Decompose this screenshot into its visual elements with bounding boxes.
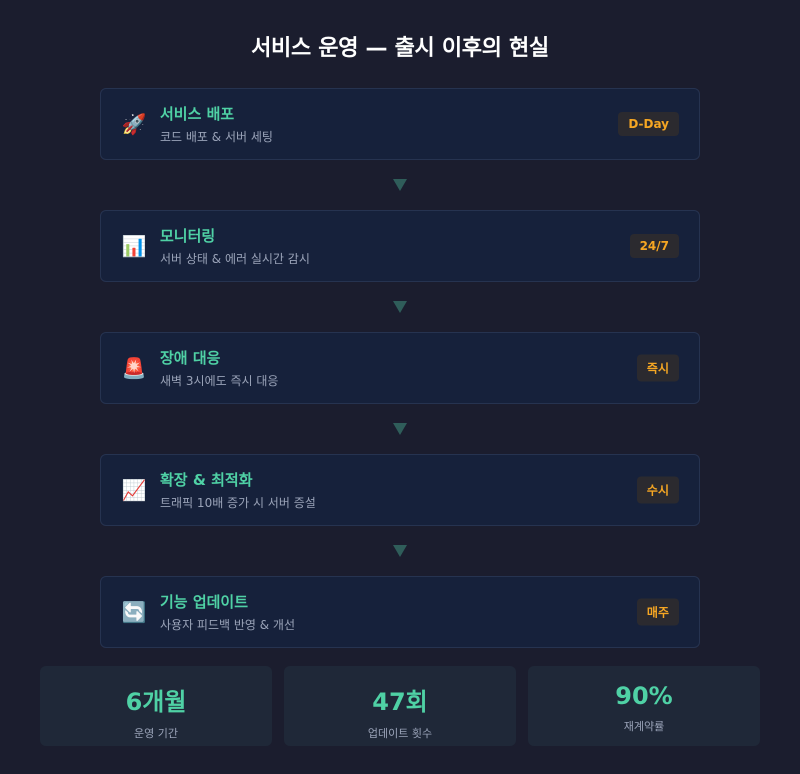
step-badge: 매주: [636, 598, 679, 626]
flow-arrow: [100, 404, 700, 454]
step-deploy: 🚀 서비스 배포 코드 배포 & 서버 세팅 D-Day: [100, 88, 700, 160]
stat-card-operation-period: 6개월 운영 기간: [40, 666, 272, 746]
arrow-down-icon: [393, 423, 407, 435]
process-flow: 🚀 서비스 배포 코드 배포 & 서버 세팅 D-Day 📊 모니터링 서버 상…: [100, 88, 700, 648]
step-monitoring: 📊 모니터링 서버 상태 & 에러 실시간 감시 24/7: [100, 210, 700, 282]
step-description: 서버 상태 & 에러 실시간 감시: [160, 252, 310, 266]
flow-arrow: [100, 526, 700, 576]
siren-icon: 🚨: [121, 356, 147, 380]
page-title: 서비스 운영 — 출시 이후의 현실: [251, 36, 549, 61]
stat-value: 6개월: [125, 688, 187, 716]
step-badge: 24/7: [629, 234, 679, 258]
step-scaling: 📈 확장 & 최적화 트래픽 10배 증가 시 서버 증설 수시: [100, 454, 700, 526]
stat-value: 90%: [615, 682, 673, 710]
refresh-icon: 🔄: [121, 600, 147, 624]
step-title: 서비스 배포: [160, 105, 235, 123]
flow-arrow: [100, 282, 700, 332]
arrow-down-icon: [393, 301, 407, 313]
step-description: 새벽 3시에도 즉시 대응: [160, 374, 279, 388]
step-title: 장애 대응: [160, 349, 221, 367]
step-feature-update: 🔄 기능 업데이트 사용자 피드백 반영 & 개선 매주: [100, 576, 700, 648]
stat-value: 47회: [372, 688, 428, 716]
step-incident-response: 🚨 장애 대응 새벽 3시에도 즉시 대응 즉시: [100, 332, 700, 404]
stats-row: 6개월 운영 기간 47회 업데이트 횟수 90% 재계약률: [40, 666, 760, 746]
arrow-down-icon: [393, 179, 407, 191]
stat-label: 재계약률: [623, 720, 665, 733]
stat-label: 운영 기간: [134, 727, 178, 740]
stat-card-update-count: 47회 업데이트 횟수: [284, 666, 516, 746]
flow-arrow: [100, 160, 700, 210]
trend-up-icon: 📈: [121, 478, 147, 502]
step-badge: 즉시: [636, 354, 679, 382]
step-badge: 수시: [636, 476, 679, 504]
step-badge: D-Day: [618, 112, 679, 136]
arrow-down-icon: [393, 545, 407, 557]
step-title: 모니터링: [160, 227, 216, 245]
step-description: 트래픽 10배 증가 시 서버 증설: [160, 496, 316, 510]
stat-card-renewal-rate: 90% 재계약률: [528, 666, 760, 746]
stat-label: 업데이트 횟수: [367, 727, 433, 740]
bar-chart-icon: 📊: [121, 234, 147, 258]
step-description: 사용자 피드백 반영 & 개선: [160, 618, 296, 632]
step-description: 코드 배포 & 서버 세팅: [160, 130, 273, 144]
step-title: 기능 업데이트: [160, 593, 249, 611]
rocket-icon: 🚀: [121, 112, 147, 136]
step-title: 확장 & 최적화: [160, 471, 253, 489]
